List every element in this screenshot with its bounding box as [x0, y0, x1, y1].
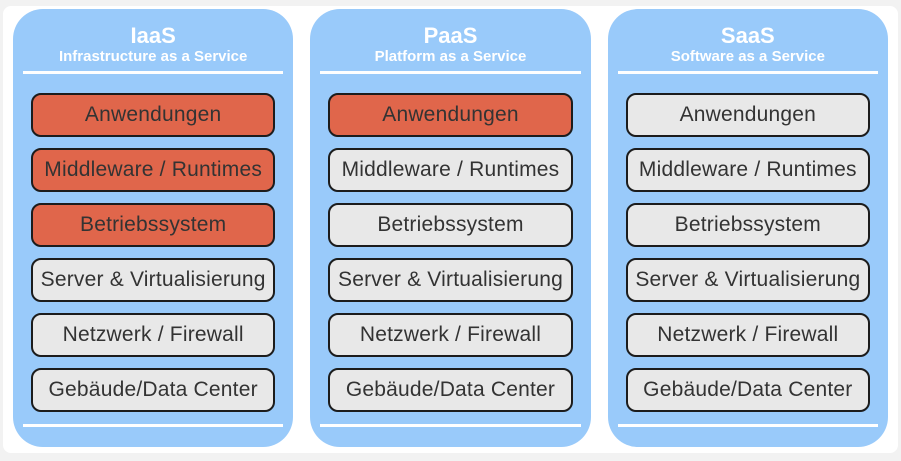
layer-box: Middleware / Runtimes — [625, 148, 870, 192]
layer-box: Betriebssystem — [625, 203, 870, 247]
column-title: SaaS — [720, 23, 775, 48]
column-subtitle: Software as a Service — [670, 48, 825, 65]
layer-box: Middleware / Runtimes — [31, 148, 276, 192]
column-subtitle: Infrastructure as a Service — [58, 48, 248, 65]
layer-box: Gebäude/Data Center — [31, 368, 276, 412]
layer-box: Netzwerk / Firewall — [625, 313, 870, 357]
layer-box: Betriebssystem — [328, 203, 573, 247]
header-divider-line — [320, 71, 581, 74]
layer-box: Gebäude/Data Center — [328, 368, 573, 412]
layer-box: Anwendungen — [328, 93, 573, 137]
header-divider-line — [23, 71, 284, 74]
layer-box: Server & Virtualisierung — [328, 258, 573, 302]
column-title: PaaS — [423, 23, 478, 48]
header-divider-line — [617, 71, 878, 74]
layer-box: Netzwerk / Firewall — [328, 313, 573, 357]
layer-box: Middleware / Runtimes — [328, 148, 573, 192]
layer-box: Anwendungen — [625, 93, 870, 137]
page-card: IaaS Infrastructure as a Service Anwendu… — [3, 6, 898, 453]
layer-box: Server & Virtualisierung — [625, 258, 870, 302]
layer-box: Server & Virtualisierung — [31, 258, 276, 302]
footer-divider-line — [320, 424, 581, 427]
column-title: IaaS — [130, 23, 176, 48]
column-subtitle: Platform as a Service — [374, 48, 527, 65]
column-iaas: IaaS Infrastructure as a Service Anwendu… — [13, 9, 294, 447]
layer-box: Netzwerk / Firewall — [31, 313, 276, 357]
footer-divider-line — [23, 424, 284, 427]
footer-divider-line — [617, 424, 878, 427]
layer-box: Gebäude/Data Center — [625, 368, 870, 412]
cloud-service-models-diagram: IaaS Infrastructure as a Service Anwendu… — [3, 6, 898, 450]
layer-box: Betriebssystem — [31, 203, 276, 247]
layer-box: Anwendungen — [31, 93, 276, 137]
